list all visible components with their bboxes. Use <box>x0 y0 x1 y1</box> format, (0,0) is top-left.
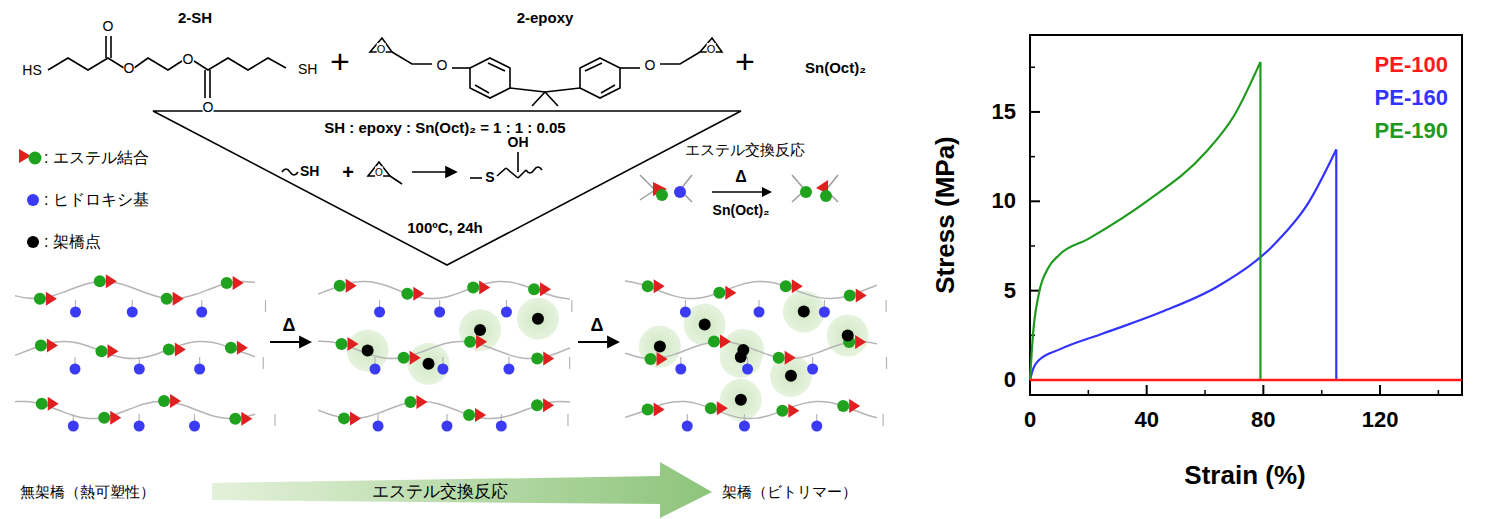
atom: SH <box>300 164 319 179</box>
atom: S <box>485 170 494 185</box>
legend-entry: : エステル結合 <box>44 149 149 167</box>
condition-text: 100ºC, 24h <box>407 220 483 237</box>
plus-sign: + <box>735 43 755 80</box>
tick-label: 120 <box>1362 408 1399 432</box>
tick-label: 40 <box>1134 408 1158 432</box>
stress-strain-chart <box>1030 35 1462 395</box>
legend-text: PE-160 <box>1375 85 1448 110</box>
legend-text: : エステル結合 <box>44 149 149 166</box>
legend-entry: PE-100 <box>1375 53 1448 77</box>
atom: O <box>707 43 716 55</box>
thiol-structure <box>48 36 286 98</box>
atom: O <box>124 61 135 76</box>
heat-symbol: Δ <box>735 168 747 186</box>
ester-symbol <box>29 152 42 165</box>
tick-label: 0 <box>1024 408 1036 432</box>
atom: OH <box>508 135 529 150</box>
molecule-name: 2-SH <box>178 10 212 27</box>
reaction-scheme <box>282 152 542 184</box>
molecule-name: 2-epoxy <box>517 10 574 27</box>
legend-text: : 架橋点 <box>44 233 101 250</box>
legend-entry: PE-160 <box>1375 86 1448 110</box>
atom: O <box>203 100 214 115</box>
atom: HS <box>22 63 41 78</box>
atom: O <box>437 58 448 73</box>
process-label: エステル交換反応 <box>372 483 508 502</box>
atom: O <box>183 52 194 67</box>
atom: O <box>103 19 114 34</box>
heat-symbol: Δ <box>283 316 296 336</box>
legend-entry: : 架橋点 <box>44 233 101 251</box>
atom: O <box>375 167 383 178</box>
heat-symbol: Δ <box>591 316 604 336</box>
atom: O <box>645 58 656 73</box>
tick-label: 80 <box>1251 408 1275 432</box>
atom: O <box>377 43 386 55</box>
catalyst-name: Sn(Oct)₂ <box>805 60 866 77</box>
reaction-triangle: SH : epoxy : Sn(Oct)₂ = 1 : 1 : 0.05 100º… <box>152 110 742 266</box>
reaction-name: エステル交換反応 <box>685 142 805 159</box>
catalyst-name: Sn(Oct)₂ <box>713 203 770 218</box>
tick-label: 0 <box>1004 368 1016 392</box>
legend-entry: : ヒドロキシ基 <box>44 191 149 209</box>
legend-text: PE-190 <box>1375 118 1448 143</box>
axis-title: Stress (MPa) <box>931 136 960 294</box>
axis-title: Strain (%) <box>1184 461 1305 490</box>
polymer-network <box>15 274 887 431</box>
legend-swatch <box>27 236 39 248</box>
legend-text: : ヒドロキシ基 <box>44 191 149 208</box>
state-label: 架橋（ビトリマー） <box>722 484 857 501</box>
tick-label: 5 <box>1004 279 1016 303</box>
legend-text: PE-100 <box>1375 52 1448 77</box>
progress-arrow <box>212 462 712 518</box>
state-label: 無架橋（熱可塑性） <box>20 484 155 501</box>
plus-sign: + <box>342 161 354 183</box>
legend-swatch <box>27 194 39 206</box>
plus-sign: + <box>330 43 350 80</box>
atom: SH <box>298 62 317 77</box>
condition-text: SH : epoxy : Sn(Oct)₂ = 1 : 1 : 0.05 <box>324 120 565 137</box>
legend-entry: PE-190 <box>1375 119 1448 143</box>
tick-label: 10 <box>992 189 1016 213</box>
epoxy-structure <box>370 38 722 106</box>
tick-label: 15 <box>992 100 1016 124</box>
